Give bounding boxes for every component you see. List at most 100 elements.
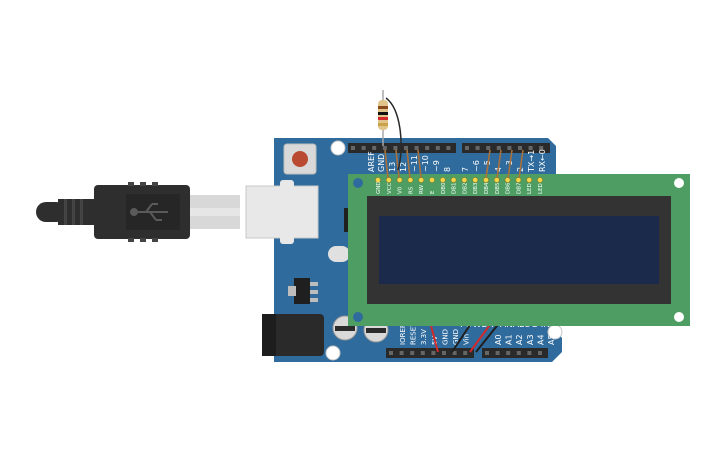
lcd-pin[interactable] bbox=[396, 177, 403, 183]
resistor-band bbox=[378, 106, 388, 109]
header-pin[interactable] bbox=[404, 146, 408, 150]
lcd-pin[interactable] bbox=[461, 177, 468, 183]
mounting-hole bbox=[330, 140, 346, 156]
lcd-pin-label: DB3 bbox=[473, 182, 479, 194]
lcd-pin[interactable] bbox=[537, 177, 543, 183]
header-pin[interactable] bbox=[507, 146, 512, 150]
lcd-pin-label: V0 bbox=[398, 186, 404, 194]
wire-orange[interactable] bbox=[507, 149, 513, 179]
digital-pin-label: ~11 bbox=[410, 155, 419, 172]
lcd-pin[interactable] bbox=[439, 177, 446, 183]
lcd-pin[interactable] bbox=[483, 177, 489, 183]
header-pin[interactable] bbox=[389, 351, 393, 355]
header-pin[interactable] bbox=[528, 146, 533, 150]
reset-button-cap bbox=[292, 151, 308, 167]
lcd-pin[interactable] bbox=[385, 177, 392, 183]
header-pin[interactable] bbox=[539, 146, 544, 150]
lcd-mount-hole bbox=[674, 312, 684, 322]
lcd-pin[interactable] bbox=[450, 177, 457, 183]
analog-pin-label: A4 bbox=[536, 334, 545, 345]
mounting-hole bbox=[325, 345, 341, 361]
resistor[interactable] bbox=[378, 90, 402, 171]
header-pin[interactable] bbox=[486, 146, 491, 150]
header-pin[interactable] bbox=[393, 146, 398, 150]
header-pin[interactable] bbox=[410, 351, 415, 355]
wire-orange[interactable] bbox=[384, 149, 389, 179]
power-wires[interactable] bbox=[429, 321, 501, 353]
lcd-screen bbox=[379, 216, 659, 284]
header-block bbox=[462, 143, 550, 153]
usb-cable[interactable] bbox=[36, 182, 240, 242]
header-pin[interactable] bbox=[496, 146, 501, 150]
lcd-pin[interactable] bbox=[375, 177, 381, 183]
lcd-pin[interactable] bbox=[493, 177, 500, 183]
header-block bbox=[348, 143, 456, 153]
header-pin[interactable] bbox=[431, 351, 436, 355]
header-pin[interactable] bbox=[506, 351, 511, 355]
header-pin[interactable] bbox=[435, 146, 440, 150]
wire-black[interactable] bbox=[385, 97, 402, 171]
lcd-pin-label: DB6 bbox=[506, 182, 512, 194]
power-analog-header[interactable] bbox=[386, 348, 548, 358]
digital-header[interactable] bbox=[348, 143, 550, 153]
header-pin[interactable] bbox=[538, 351, 542, 355]
dc-power-jack[interactable] bbox=[262, 314, 324, 356]
header-pin[interactable] bbox=[463, 351, 468, 355]
digital-pin-label: ~6 bbox=[472, 160, 481, 172]
header-pin[interactable] bbox=[420, 351, 425, 355]
header-pin[interactable] bbox=[382, 146, 387, 150]
lcd-pin-label: LED bbox=[527, 183, 533, 194]
smd-part bbox=[344, 208, 350, 232]
lcd-pin-label: GND bbox=[376, 181, 382, 194]
wire-black[interactable] bbox=[475, 321, 501, 353]
header-pin[interactable] bbox=[399, 351, 404, 355]
digital-pin-label: GND bbox=[377, 154, 386, 172]
wire-orange[interactable] bbox=[417, 149, 422, 179]
digital-pin-label: 12 bbox=[399, 162, 408, 172]
lcd-pin-label: LED bbox=[538, 183, 544, 194]
header-pin[interactable] bbox=[475, 146, 480, 150]
header-pin[interactable] bbox=[527, 351, 532, 355]
header-pin[interactable] bbox=[518, 146, 522, 150]
header-pin[interactable] bbox=[361, 146, 366, 150]
lcd-pin-label: E bbox=[430, 190, 436, 194]
lcd-pin[interactable] bbox=[418, 177, 425, 183]
lcd-pin[interactable] bbox=[429, 177, 435, 183]
lcd-pin[interactable] bbox=[526, 177, 533, 183]
wire-orange[interactable] bbox=[485, 149, 491, 179]
wire-orange[interactable] bbox=[518, 149, 524, 179]
data-wires[interactable] bbox=[384, 149, 524, 179]
header-pin[interactable] bbox=[425, 146, 430, 150]
header-pin[interactable] bbox=[485, 351, 489, 355]
lcd-pin-label: VCC bbox=[387, 182, 393, 194]
analog-pin-label: A1 bbox=[505, 334, 514, 345]
wire-orange[interactable] bbox=[406, 149, 411, 179]
header-pin[interactable] bbox=[446, 146, 451, 150]
header-pin[interactable] bbox=[452, 351, 457, 355]
power-pin-label: IOREF bbox=[399, 324, 407, 345]
header-pin[interactable] bbox=[465, 146, 469, 150]
wire-orange[interactable] bbox=[395, 149, 400, 179]
header-pin[interactable] bbox=[372, 146, 377, 150]
header-pin[interactable] bbox=[516, 351, 521, 355]
wire-red[interactable] bbox=[429, 321, 439, 353]
lcd-pin-label: DB7 bbox=[516, 182, 522, 194]
digital-pin-label: 7 bbox=[461, 167, 470, 172]
wire-red[interactable] bbox=[469, 321, 493, 353]
power-pin-label: GND bbox=[441, 329, 449, 345]
lcd-pin[interactable] bbox=[504, 177, 511, 183]
header-pin[interactable] bbox=[495, 351, 500, 355]
header-pin[interactable] bbox=[351, 146, 355, 150]
usb-icon bbox=[130, 203, 168, 221]
wire-black[interactable] bbox=[451, 321, 473, 353]
header-block bbox=[386, 348, 474, 358]
lcd-pin[interactable] bbox=[472, 177, 479, 183]
header-pin[interactable] bbox=[442, 351, 446, 355]
header-pin[interactable] bbox=[414, 146, 419, 150]
lcd-pin[interactable] bbox=[407, 177, 414, 183]
digital-pin-label: ~10 bbox=[421, 155, 430, 172]
lcd-pin[interactable] bbox=[515, 177, 522, 183]
wire-orange[interactable] bbox=[496, 149, 502, 179]
